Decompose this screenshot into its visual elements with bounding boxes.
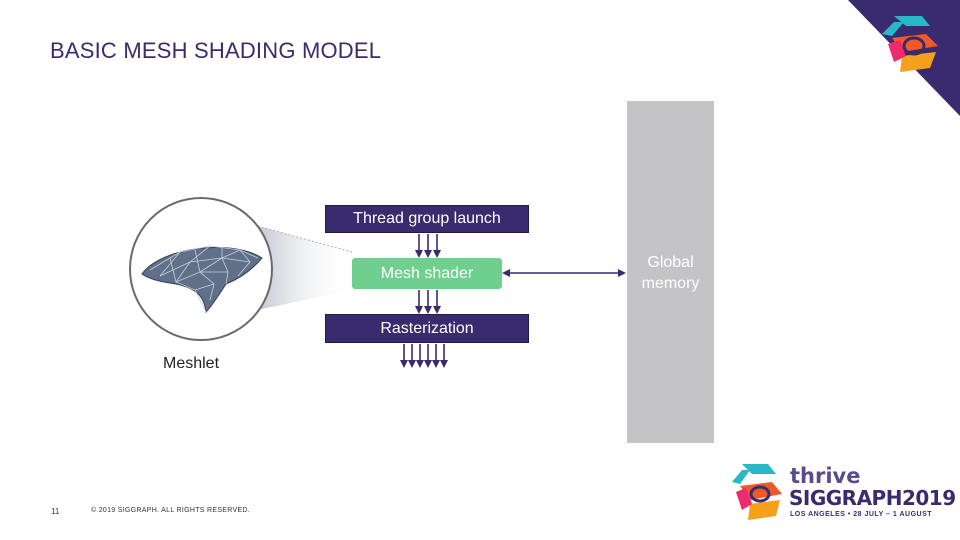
brand-thrive: thrive	[790, 464, 861, 488]
thread-to-mesh-arrows	[415, 234, 441, 258]
slide-title: BASIC MESH SHADING MODEL	[50, 38, 382, 63]
meshlet-mesh-icon	[141, 245, 263, 314]
mesh-shader-box: Mesh shader	[352, 258, 502, 289]
meshlet-label: Meshlet	[163, 355, 220, 372]
thread-group-launch-label: Thread group launch	[353, 210, 501, 227]
siggraph-hex-logo-icon	[732, 464, 782, 520]
rasterization-label: Rasterization	[380, 319, 474, 337]
brand-tagline: LOS ANGELES • 28 JULY – 1 AUGUST	[790, 511, 933, 518]
page-number: 11	[51, 507, 60, 516]
mesh-shader-label: Mesh shader	[380, 264, 474, 282]
raster-output-arrows	[400, 344, 448, 368]
zoom-line-top	[249, 223, 353, 253]
thread-group-launch-box: Thread group launch	[325, 205, 529, 233]
mesh-to-raster-arrows	[415, 290, 441, 314]
rasterization-box: Rasterization	[325, 314, 529, 343]
global-memory-block	[627, 101, 714, 443]
brand-siggraph: SIGGRAPH2019	[789, 486, 956, 510]
copyright-notice: © 2019 SIGGRAPH. ALL RIGHTS RESERVED.	[91, 507, 251, 514]
corner-hex-mark	[882, 16, 938, 72]
siggraph-corner-logo	[848, 0, 960, 116]
global-memory-label: Global memory	[641, 254, 700, 292]
